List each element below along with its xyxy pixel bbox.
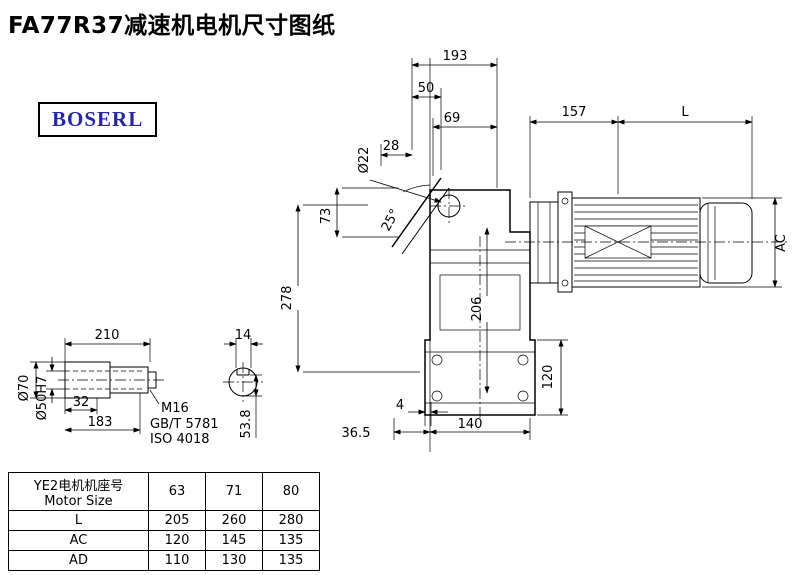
motor-size-71: 71 [205, 472, 263, 511]
dim-73: 73 [319, 208, 334, 225]
dim-53-8: 53.8 [239, 410, 254, 439]
motor-size-table: YE2电机机座号 Motor Size 63 71 80 L 205 260 2… [8, 472, 320, 571]
dim-140: 140 [458, 417, 483, 432]
dim-14: 14 [235, 328, 252, 343]
dim-120: 120 [541, 365, 556, 390]
gearbox-front-view [391, 177, 536, 416]
dim-25deg: 25° [379, 207, 403, 234]
note-m16: M16 [161, 401, 189, 416]
dim-183: 183 [88, 415, 113, 430]
dim-28: 28 [383, 139, 400, 154]
dim-32: 32 [73, 395, 90, 410]
brand-logo-text: BOSERL [52, 107, 144, 131]
value-AD-71: 130 [205, 550, 263, 571]
dim-AC: AC [774, 234, 789, 252]
dim-50: 50 [418, 81, 435, 96]
value-AC-71: 145 [205, 530, 263, 551]
motor-size-80: 80 [262, 472, 320, 511]
dim-278: 278 [280, 286, 295, 311]
table-header-label-en: Motor Size [44, 493, 113, 509]
value-AC-80: 135 [262, 530, 320, 551]
dim-dia50h7: Ø50H7 [35, 376, 50, 421]
table-row-AC: AC 120 145 135 [8, 530, 320, 551]
dimension-labels: 193 50 69 28 Ø22 73 25° 278 157 L AC 206… [17, 49, 789, 447]
table-header-label-cn: YE2电机机座号 [33, 478, 124, 494]
motor-size-63: 63 [148, 472, 206, 511]
value-L-71: 260 [205, 510, 263, 531]
brand-logo: BOSERL [38, 102, 158, 137]
dim-193: 193 [443, 49, 468, 64]
dim-4: 4 [396, 398, 404, 413]
value-AD-63: 110 [148, 550, 206, 571]
note-iso4018: ISO 4018 [150, 432, 210, 447]
page-title: FA77R37减速机电机尺寸图纸 [8, 13, 336, 39]
dim-69: 69 [444, 111, 461, 126]
value-AD-80: 135 [262, 550, 320, 571]
dim-L: L [681, 105, 689, 120]
dimension-arrow-lines [33, 62, 778, 435]
dim-157: 157 [562, 105, 587, 120]
dim-36-5: 36.5 [342, 426, 371, 441]
table-header-row: YE2电机机座号 Motor Size 63 71 80 [8, 472, 320, 511]
dim-206: 206 [470, 297, 485, 322]
value-AC-63: 120 [148, 530, 206, 551]
dim-dia70: Ø70 [17, 375, 32, 402]
value-L-80: 280 [262, 510, 320, 531]
dim-dia22: Ø22 [357, 147, 372, 174]
row-label-L: L [8, 510, 149, 531]
note-gb5781: GB/T 5781 [150, 417, 219, 432]
row-label-AC: AC [8, 530, 149, 551]
table-row-L: L 205 260 280 [8, 510, 320, 531]
value-L-63: 205 [148, 510, 206, 531]
dim-210: 210 [95, 328, 120, 343]
row-label-AD: AD [8, 550, 149, 571]
table-row-AD: AD 110 130 135 [8, 550, 320, 571]
table-header-label: YE2电机机座号 Motor Size [8, 472, 149, 511]
